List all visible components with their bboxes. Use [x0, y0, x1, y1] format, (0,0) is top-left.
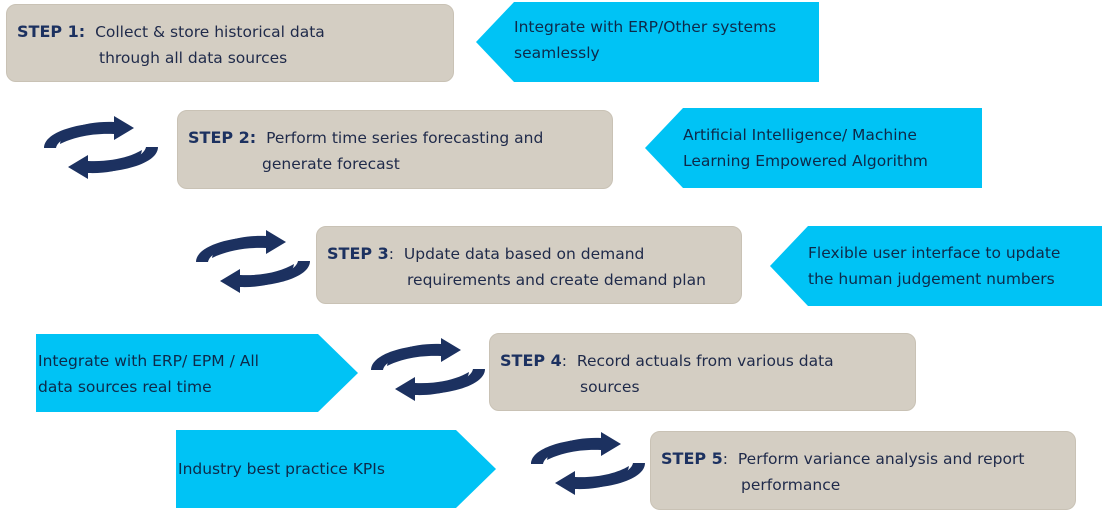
callout-1: Integrate with ERP/Other systems seamles… [476, 2, 819, 82]
step-3-sep: : [388, 245, 395, 263]
step-5-box: STEP 5: Perform variance analysis and re… [650, 431, 1076, 510]
callout-1-line1: Integrate with ERP/Other systems [514, 18, 777, 36]
callout-2: Artificial Intelligence/ Machine Learnin… [645, 108, 982, 188]
cycle-arrows-icon [44, 116, 158, 179]
step-5-line1: Perform variance analysis and report [737, 450, 1025, 468]
step-4-line2: sources [580, 378, 640, 396]
step-3-label: STEP 3 [327, 244, 389, 263]
callout-2-line2: Learning Empowered Algorithm [683, 152, 928, 170]
step-1-line1: Collect & store historical data [95, 23, 325, 41]
step-2-line2: generate forecast [262, 155, 400, 173]
step-2-box: STEP 2: Perform time series forecasting … [177, 110, 613, 189]
step-1-line2: through all data sources [99, 49, 288, 67]
step-4-label: STEP 4 [500, 351, 562, 370]
callout-4-line2: data sources real time [38, 378, 212, 396]
step-1-label: STEP 1: [17, 22, 86, 41]
step-5-sep: : [722, 450, 729, 468]
callout-3: Flexible user interface to update the hu… [770, 226, 1102, 306]
callout-5-line1: Industry best practice KPIs [178, 460, 385, 478]
step-3-line1: Update data based on demand [403, 245, 645, 263]
callout-1-line2: seamlessly [514, 44, 600, 62]
step-3-box: STEP 3: Update data based on demand requ… [316, 226, 742, 304]
callout-4: Integrate with ERP/ EPM / All data sourc… [36, 334, 358, 412]
step-4-box: STEP 4: Record actuals from various data… [489, 333, 916, 411]
step-4-sep: : [561, 352, 568, 370]
callout-2-line1: Artificial Intelligence/ Machine [683, 126, 917, 144]
cycle-arrows-icon [196, 230, 310, 293]
step-2-label: STEP 2: [188, 128, 257, 147]
callout-4-line1: Integrate with ERP/ EPM / All [38, 352, 259, 370]
callout-5: Industry best practice KPIs [176, 430, 496, 508]
step-4-line1: Record actuals from various data [576, 352, 834, 370]
step-2-line1: Perform time series forecasting and [266, 129, 544, 147]
callout-3-line2: the human judgement numbers [808, 270, 1055, 288]
step-5-line2: performance [741, 476, 841, 494]
cycle-arrows-icon [531, 432, 645, 495]
step-1-box: STEP 1: Collect & store historical data … [6, 4, 454, 82]
callout-3-line1: Flexible user interface to update [808, 244, 1061, 262]
step-3-line2: requirements and create demand plan [407, 271, 706, 289]
step-5-label: STEP 5 [661, 449, 723, 468]
cycle-arrows-icon [371, 338, 485, 401]
